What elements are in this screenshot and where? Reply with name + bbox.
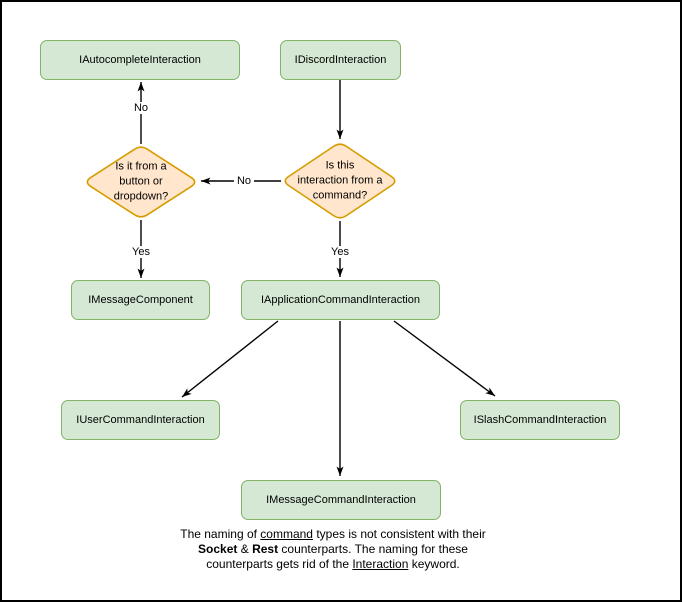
decision-from-command-diamond: [284, 143, 396, 219]
decision-button-dropdown-label: Is it from a button or dropdown?: [113, 160, 169, 203]
edge-application-command-to-slash-command: [393, 320, 496, 397]
node-label: IAutocompleteInteraction: [79, 54, 201, 66]
edge-application-command-to-user-command: [181, 320, 279, 398]
node-label: IUserCommandInteraction: [76, 414, 205, 426]
node-label: IMessageCommandInteraction: [266, 494, 416, 506]
edge-label-yes-to-message-component: Yes: [129, 246, 153, 258]
edge-label-no-between-decisions: No: [233, 175, 255, 187]
edge-label-no-to-autocomplete: No: [130, 102, 152, 114]
node-discord-interaction: IDiscordInteraction: [280, 40, 401, 80]
edge-label-yes-to-application-command: Yes: [328, 246, 352, 258]
decision-from-command-label: Is this interaction from a command?: [297, 159, 383, 202]
node-label: IDiscordInteraction: [294, 54, 387, 66]
node-label: IMessageComponent: [88, 294, 193, 306]
decision-button-dropdown-diamond: [86, 146, 196, 218]
node-label: IApplicationCommandInteraction: [261, 294, 420, 306]
node-message-component: IMessageComponent: [71, 280, 210, 320]
caption-note: The naming of command types is not consi…: [180, 527, 486, 571]
node-application-command-interaction: IApplicationCommandInteraction: [241, 280, 440, 320]
node-label: ISlashCommandInteraction: [473, 414, 607, 426]
node-user-command-interaction: IUserCommandInteraction: [61, 400, 220, 440]
node-slash-command-interaction: ISlashCommandInteraction: [460, 400, 620, 440]
node-autocomplete-interaction: IAutocompleteInteraction: [40, 40, 240, 80]
node-message-command-interaction: IMessageCommandInteraction: [241, 480, 441, 520]
